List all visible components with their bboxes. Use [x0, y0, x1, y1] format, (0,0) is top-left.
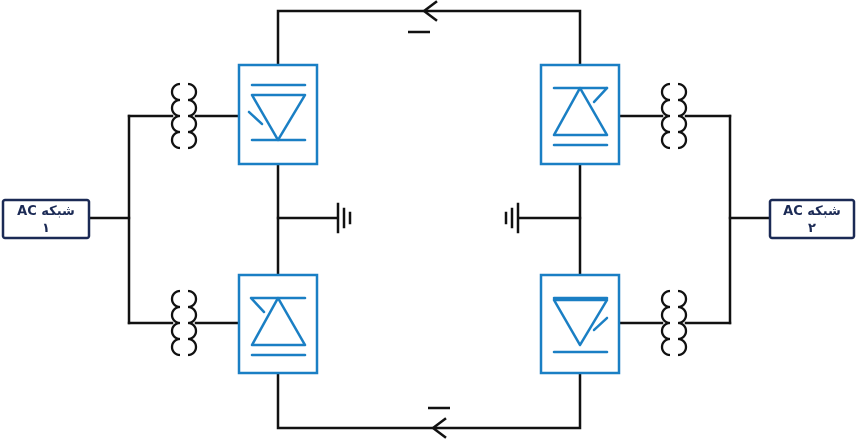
ac-grid-1-label: شبکه AC: [17, 204, 75, 219]
thyristor-down-icon: [552, 296, 609, 354]
converter-bottom-left: [237, 273, 319, 375]
ground-icon-right: [504, 202, 582, 234]
transformer-icon-bottom-right: [617, 289, 688, 357]
right-ac-bus: [684, 114, 772, 325]
left-ac-bus: [87, 114, 174, 325]
converter-bottom-right: [539, 273, 621, 375]
dc-bottom-line: [276, 371, 582, 439]
transformer-icon-top-right: [617, 82, 688, 150]
converter-top-right: [539, 63, 621, 166]
transformer-icon-bottom-left: [170, 289, 241, 357]
converter-top-left: [237, 63, 319, 166]
ground-icon-left: [276, 202, 352, 234]
ac-grid-1-number: ۱: [42, 221, 50, 236]
ac-grid-2-number: ۲: [808, 221, 816, 236]
thyristor-up-icon: [249, 296, 307, 357]
thyristor-down-icon: [247, 83, 307, 142]
ac-grid-2-label: شبکه AC: [783, 204, 841, 219]
ac-grid-2-box: شبکه AC ۲: [768, 198, 856, 240]
ac-grid-1-box: شبکه AC ۱: [1, 198, 91, 240]
dc-top-line: [276, 0, 582, 67]
thyristor-up-icon: [552, 86, 609, 147]
transformer-icon-top-left: [170, 82, 241, 150]
